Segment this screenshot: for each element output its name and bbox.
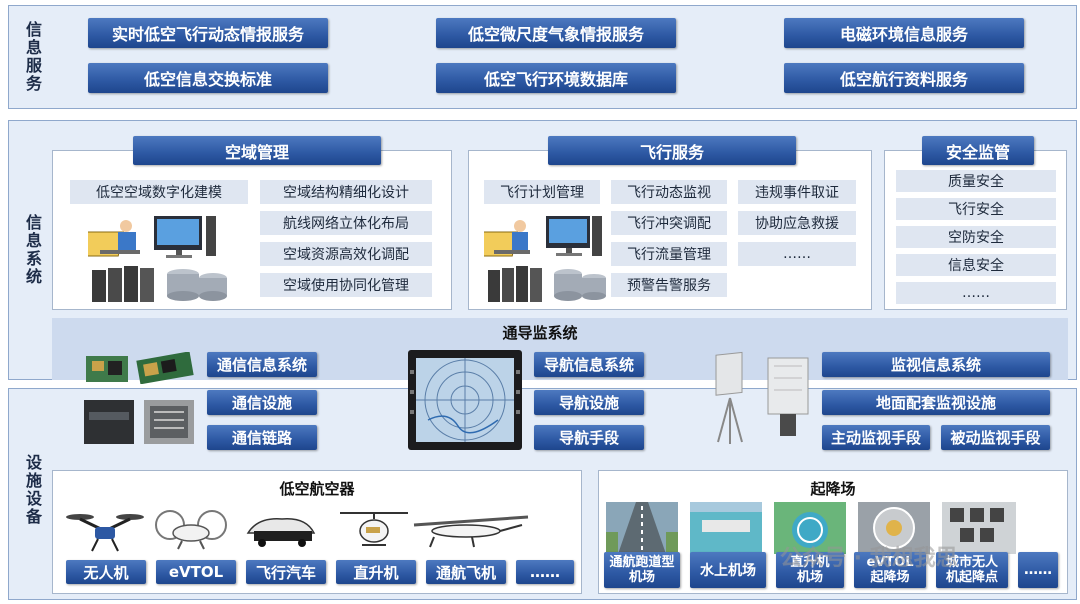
aircraft-more[interactable]: …… xyxy=(516,560,574,584)
airspace-item-network[interactable]: 航线网络立体化布局 xyxy=(260,211,432,235)
airport-runway-line1: 通航跑道型 xyxy=(609,555,675,570)
cns-comm-link[interactable]: 通信链路 xyxy=(207,425,317,450)
airport-urban-drone[interactable]: 城市无人 机起降点 xyxy=(936,552,1008,588)
cns-surv-facility[interactable]: 地面配套监视设施 xyxy=(822,390,1050,415)
aircraft-drone[interactable]: 无人机 xyxy=(66,560,146,584)
safety-item-more[interactable]: …… xyxy=(896,282,1056,304)
facilities-label: 设施设备 xyxy=(18,440,46,540)
flight-item-more[interactable]: …… xyxy=(738,242,856,266)
flight-workstation-icons xyxy=(484,216,606,302)
airspace-item-structure[interactable]: 空域结构精细化设计 xyxy=(260,180,432,204)
service-environment-db[interactable]: 低空飞行环境数据库 xyxy=(436,63,676,93)
info-services-label-text: 信息服务 xyxy=(23,21,42,93)
service-exchange-standard[interactable]: 低空信息交换标准 xyxy=(88,63,328,93)
cns-comm-facility[interactable]: 通信设施 xyxy=(207,390,317,415)
comm-board-icons xyxy=(86,352,194,384)
airspace-item-resource[interactable]: 空域资源高效化调配 xyxy=(260,242,432,266)
airport-title: 起降场 xyxy=(810,479,856,498)
computer-icon xyxy=(546,216,602,256)
aircraft-images xyxy=(66,510,529,552)
aircraft-evtol[interactable]: eVTOL xyxy=(156,560,236,584)
airport-images xyxy=(606,502,1016,554)
evtol-pad-image xyxy=(858,502,930,554)
flight-item-evidence[interactable]: 违规事件取证 xyxy=(738,180,856,204)
airport-urban-drone-line2: 机起降点 xyxy=(945,570,998,585)
flight-item-plan[interactable]: 飞行计划管理 xyxy=(484,180,600,204)
cns-nav-means[interactable]: 导航手段 xyxy=(534,425,644,450)
airport-evtol[interactable]: eVTOL 起降场 xyxy=(854,552,926,588)
nav-display-icon xyxy=(408,350,522,450)
airport-evtol-line1: eVTOL xyxy=(866,555,914,570)
cns-title: 通导监系统 xyxy=(502,323,578,342)
service-realtime-flight-intel[interactable]: 实时低空飞行动态情报服务 xyxy=(88,18,328,48)
facilities-label-text: 设施设备 xyxy=(23,454,42,526)
urban-drone-pad-image xyxy=(942,502,1016,554)
radar-icon xyxy=(715,351,809,444)
flight-title[interactable]: 飞行服务 xyxy=(548,136,796,165)
comm-hardware-icons xyxy=(84,400,194,444)
database-icon xyxy=(167,269,227,301)
airport-helicopter-line2: 机场 xyxy=(796,570,823,585)
cns-nav-facility[interactable]: 导航设施 xyxy=(534,390,644,415)
airspace-item-modeling[interactable]: 低空空域数字化建模 xyxy=(70,180,248,204)
airport-urban-drone-line1: 城市无人 xyxy=(945,555,998,570)
water-airport-image xyxy=(690,502,762,554)
flying-car-icon xyxy=(246,518,316,547)
aircraft-title: 低空航空器 xyxy=(279,479,355,498)
safety-item-airdefense[interactable]: 空防安全 xyxy=(896,226,1056,248)
ga-plane-icon xyxy=(413,515,529,548)
safety-title[interactable]: 安全监管 xyxy=(922,136,1034,165)
flight-item-conflict[interactable]: 飞行冲突调配 xyxy=(611,211,727,235)
info-systems-label-text: 信息系统 xyxy=(23,214,42,286)
airspace-title[interactable]: 空域管理 xyxy=(133,136,381,165)
service-aeronautical-info[interactable]: 低空航行资料服务 xyxy=(784,63,1024,93)
safety-item-quality[interactable]: 质量安全 xyxy=(896,170,1056,192)
operator-icon xyxy=(484,220,530,257)
service-micro-weather[interactable]: 低空微尺度气象情报服务 xyxy=(436,18,676,48)
info-services-label: 信息服务 xyxy=(18,12,46,102)
drone-icon xyxy=(66,514,144,552)
safety-item-info[interactable]: 信息安全 xyxy=(896,254,1056,276)
safety-item-flight[interactable]: 飞行安全 xyxy=(896,198,1056,220)
flight-item-alert[interactable]: 预警告警服务 xyxy=(611,273,727,297)
airport-more[interactable]: …… xyxy=(1018,552,1058,588)
aircraft-helicopter[interactable]: 直升机 xyxy=(336,560,416,584)
cns-passive-surv[interactable]: 被动监视手段 xyxy=(941,425,1050,450)
database-icon xyxy=(554,269,606,301)
cns-active-surv[interactable]: 主动监视手段 xyxy=(822,425,930,450)
cns-surv-system[interactable]: 监视信息系统 xyxy=(822,352,1050,377)
cns-nav-system[interactable]: 导航信息系统 xyxy=(534,352,644,377)
airport-evtol-line2: 起降场 xyxy=(870,570,910,585)
runway-image xyxy=(606,502,678,554)
airport-helicopter-line1: 直升机 xyxy=(790,555,830,570)
helipad-image xyxy=(774,502,846,554)
server-rack-icon xyxy=(488,266,542,302)
flight-item-rescue[interactable]: 协助应急救援 xyxy=(738,211,856,235)
airspace-workstation-icons xyxy=(88,216,227,302)
computer-icon xyxy=(154,216,216,258)
flight-item-monitor[interactable]: 飞行动态监视 xyxy=(611,180,727,204)
airport-runway-line2: 机场 xyxy=(628,570,655,585)
airspace-item-coordination[interactable]: 空域使用协同化管理 xyxy=(260,273,432,297)
info-systems-label: 信息系统 xyxy=(18,200,46,300)
helicopter-icon xyxy=(340,512,408,546)
cns-comm-system[interactable]: 通信信息系统 xyxy=(207,352,317,377)
service-em-environment[interactable]: 电磁环境信息服务 xyxy=(784,18,1024,48)
server-rack-icon xyxy=(92,266,154,302)
watermark: 公众号 · 我想我思 xyxy=(780,546,958,571)
aircraft-flying-car[interactable]: 飞行汽车 xyxy=(246,560,326,584)
aircraft-ga-plane[interactable]: 通航飞机 xyxy=(426,560,506,584)
airport-runway[interactable]: 通航跑道型 机场 xyxy=(604,552,680,588)
airport-water[interactable]: 水上机场 xyxy=(690,552,766,588)
flight-item-flow[interactable]: 飞行流量管理 xyxy=(611,242,727,266)
evtol-icon xyxy=(155,510,227,550)
operator-icon xyxy=(88,220,140,257)
airport-helicopter[interactable]: 直升机 机场 xyxy=(776,552,844,588)
